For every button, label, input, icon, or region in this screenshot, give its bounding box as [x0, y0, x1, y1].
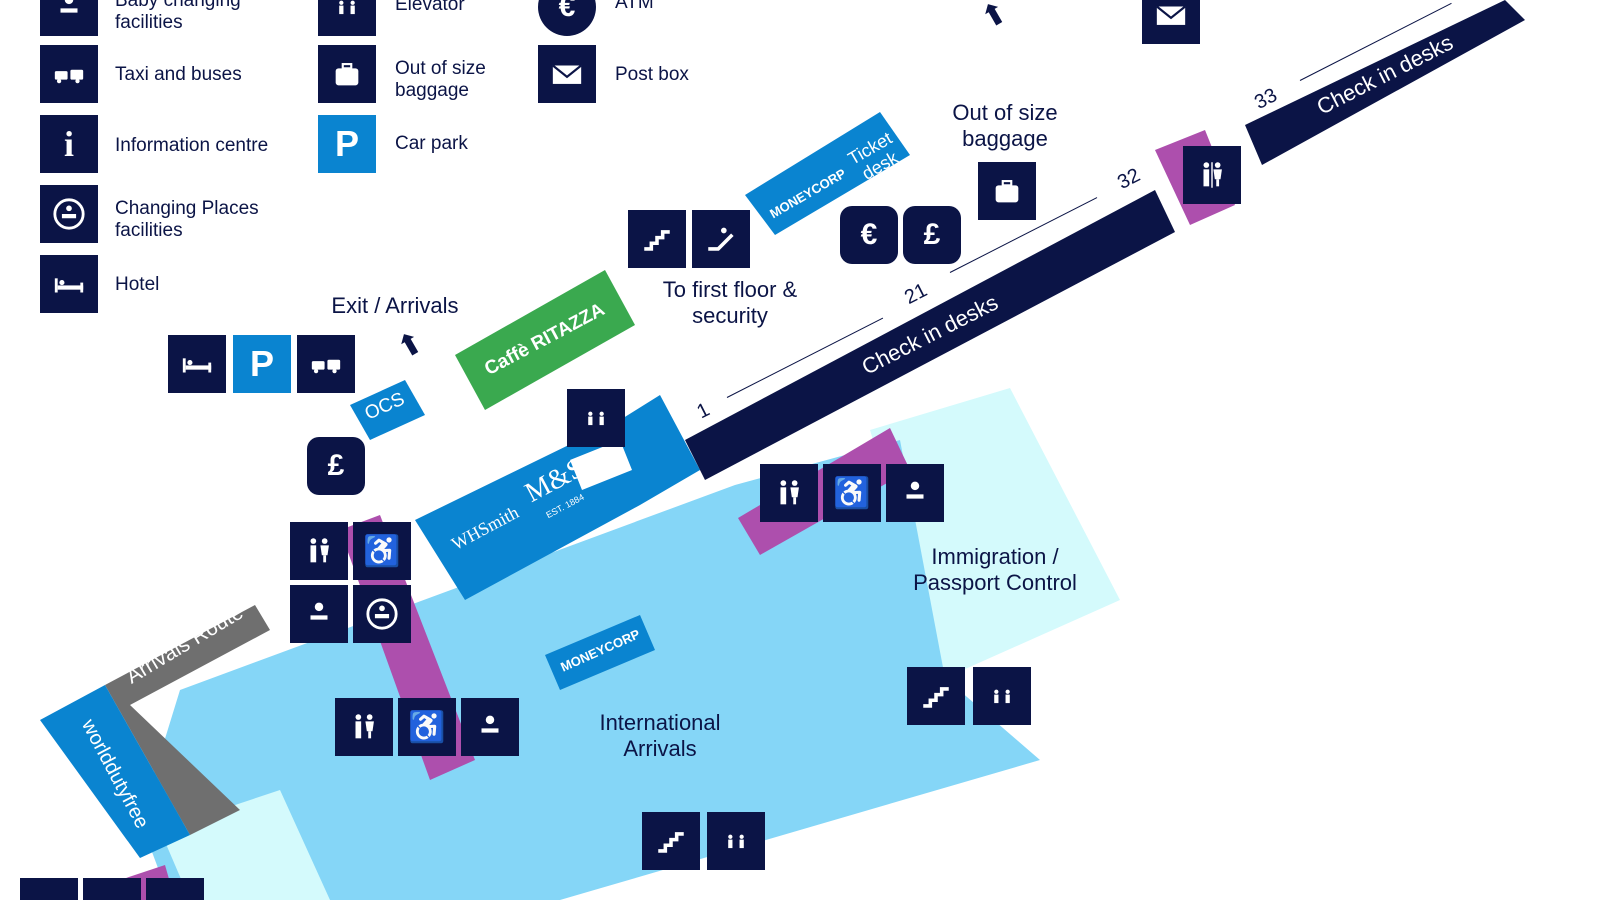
- post-box-icon: [1142, 0, 1200, 44]
- legend-label-baggage: Out of size baggage: [395, 58, 486, 101]
- out-of-size-label: Out of size baggage: [952, 100, 1058, 151]
- moneycorp-arrivals-zone: [545, 615, 655, 690]
- information-icon: i: [40, 115, 98, 173]
- toilets-icon-4: [20, 878, 78, 900]
- atm-euro-map-icon: €: [840, 206, 898, 264]
- legend-label-elevator: Elevator: [395, 0, 465, 15]
- taxi-map-icon: [297, 335, 355, 393]
- elevator-map-icon-2: [973, 667, 1031, 725]
- accessible-icon-1: ♿: [353, 522, 411, 580]
- immigration-zone: [870, 388, 1120, 678]
- elevator-icon: [318, 0, 376, 36]
- atm-pound-map-icon: £: [903, 206, 961, 264]
- accessible-icon-4: [83, 878, 141, 900]
- legend-label-post: Post box: [615, 64, 689, 85]
- legend-label-carpark: Car park: [395, 133, 468, 154]
- hotel-map-icon: [168, 335, 226, 393]
- first-floor-label: To first floor & security: [662, 277, 798, 328]
- shops-block: [415, 395, 700, 600]
- baby-change-icon-1: [290, 585, 348, 643]
- taxi-bus-icon: [40, 45, 98, 103]
- changing-places-icon: [40, 185, 98, 243]
- baby-change-icon-2: [886, 464, 944, 522]
- toilets-icon-3: [335, 698, 393, 756]
- legend-label-hotel: Hotel: [115, 274, 160, 295]
- luggage-icon: [318, 45, 376, 103]
- exit-arrivals-label: Exit / Arrivals: [331, 293, 459, 318]
- toilets-icon-checkin: [1183, 146, 1241, 204]
- legend-label-atm: ATM: [615, 0, 654, 13]
- toilets-icon-2: [760, 464, 818, 522]
- elevator-map-icon-3: [707, 812, 765, 870]
- hotel-bed-icon: [40, 255, 98, 313]
- checkin-bar-2: [1245, 0, 1525, 165]
- legend-label-baby: Baby changing facilities: [115, 0, 241, 33]
- baby-change-icon-4: [146, 878, 204, 900]
- stairs-icon: [628, 210, 686, 268]
- stairs-icon-3: [642, 812, 700, 870]
- caffe-zone: [455, 270, 635, 410]
- legend-label-taxi: Taxi and buses: [115, 64, 242, 85]
- accessible-icon-3: ♿: [398, 698, 456, 756]
- ticket-desk-zone: [745, 112, 910, 235]
- changing-places-map-icon: [353, 585, 411, 643]
- car-park-map-icon: P: [233, 335, 291, 393]
- currency-exchange-pound-icon: £: [307, 437, 365, 495]
- escalator-icon: [692, 210, 750, 268]
- immigration-label: Immigration / Passport Control: [913, 544, 1077, 595]
- legend-baby-icon: [40, 0, 98, 36]
- ocs-zone: [350, 380, 425, 440]
- legend-label-info: Information centre: [115, 135, 269, 156]
- mail-icon: [538, 45, 596, 103]
- baby-change-icon-3: [461, 698, 519, 756]
- toilets-icon-1: [290, 522, 348, 580]
- out-of-size-baggage-icon: [978, 162, 1036, 220]
- parking-icon: P: [318, 115, 376, 173]
- stairs-icon-2: [907, 667, 965, 725]
- duty-free-zone: [40, 685, 190, 858]
- elevator-map-icon-1: [567, 389, 625, 447]
- international-arrivals-label: International Arrivals: [599, 710, 721, 761]
- shops-block-notch: [570, 440, 632, 490]
- arrivals-route-zone: [105, 605, 270, 835]
- checkin-bar-1: [685, 190, 1175, 480]
- accessible-icon-2: ♿: [823, 464, 881, 522]
- legend-label-changing: Changing Places facilities: [115, 198, 259, 241]
